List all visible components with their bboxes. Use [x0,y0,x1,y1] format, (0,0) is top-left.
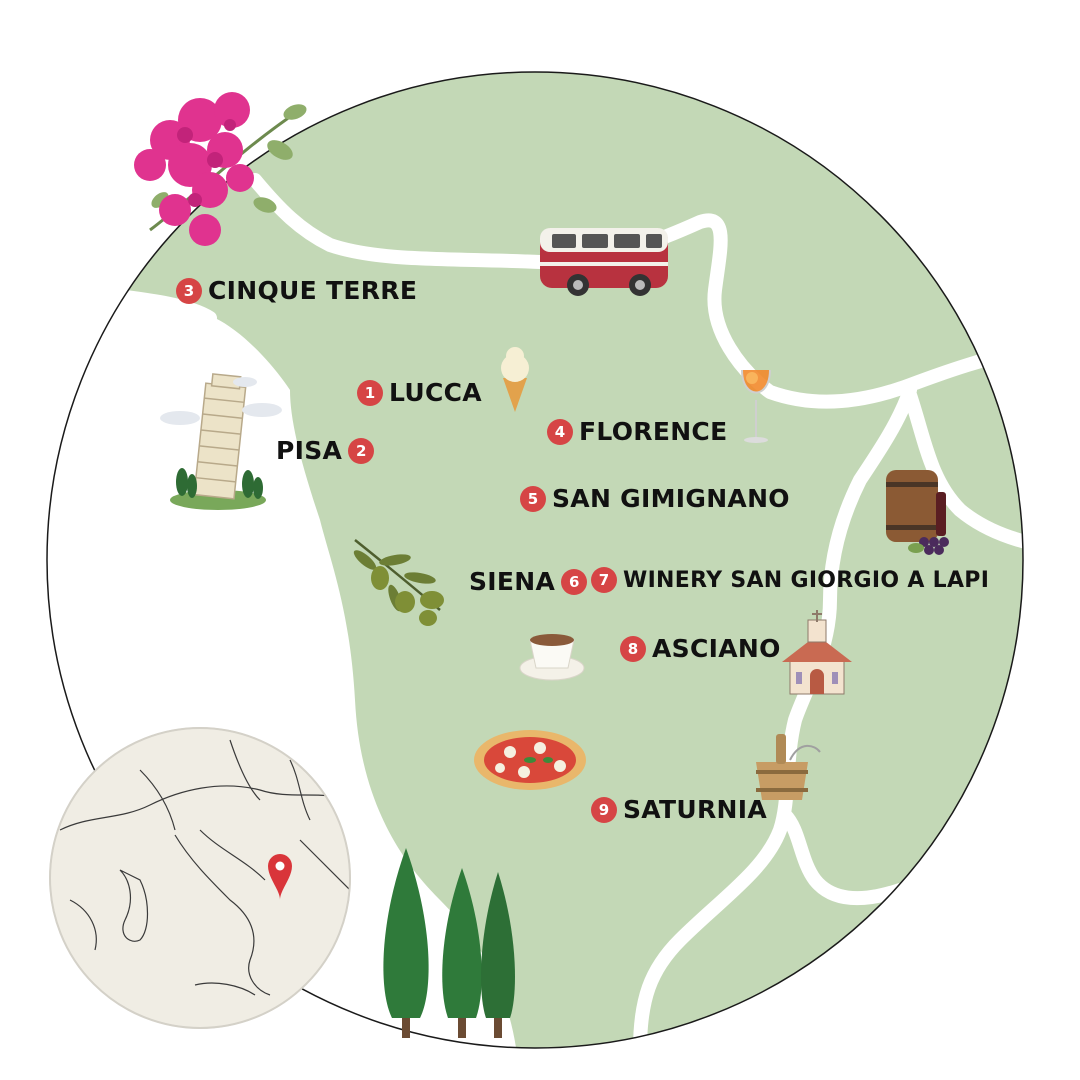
stop-cinque-terre[interactable]: 3 CINQUE TERRE [176,276,417,305]
bougainvillea-flower [134,92,307,246]
stop-san-gimignano[interactable]: 5 SAN GIMIGNANO [520,484,790,513]
location-pin-icon [268,854,292,900]
stop-number-badge: 6 [561,568,588,595]
church [782,610,852,695]
stop-lucca[interactable]: 1 LUCCA [357,378,482,407]
ice-cream-cone [501,347,529,412]
stop-siena[interactable]: SIENA 6 [469,567,588,596]
stop-number-badge: 7 [591,567,617,593]
wine-barrel-with-grapes [886,470,949,555]
stop-saturnia[interactable]: 9 SATURNIA [591,795,767,824]
bath-bucket [756,734,821,800]
camper-van [540,228,668,296]
stop-label: FLORENCE [579,417,728,446]
coffee-cup [519,634,585,681]
stop-number-badge: 8 [620,635,646,662]
stop-label: LUCCA [389,378,482,407]
stop-number-badge: 1 [357,379,383,406]
stop-label: PISA [276,436,343,465]
land-area [47,72,1023,1048]
pizza [474,730,586,790]
roads [103,173,1023,1048]
stop-label: CINQUE TERRE [208,276,418,305]
stop-winery-san-giorgio-a-lapi[interactable]: 7 WINERY SAN GIORGIO A LAPI [591,567,989,593]
cypress-trees [383,848,515,1038]
stop-pisa[interactable]: PISA 2 [276,436,375,465]
olive-branch [353,539,444,626]
map-circle-outline [46,71,1024,1049]
leaning-tower-of-pisa [160,373,282,510]
stop-number-badge: 9 [591,796,617,823]
stop-label: SIENA [469,567,556,596]
stop-label: ASCIANO [652,634,781,663]
stop-florence[interactable]: 4 FLORENCE [547,417,727,446]
stop-number-badge: 4 [547,418,573,445]
stop-label: SATURNIA [623,795,767,824]
stop-label: SAN GIMIGNANO [552,484,790,513]
stop-asciano[interactable]: 8 ASCIANO [620,634,781,663]
stop-number-badge: 2 [348,437,375,464]
stop-label: WINERY SAN GIORGIO A LAPI [623,567,990,593]
aperol-spritz-glass [741,369,771,443]
stop-number-badge: 5 [520,485,546,512]
stop-number-badge: 3 [176,277,202,304]
inset-map-italy [49,727,351,1029]
